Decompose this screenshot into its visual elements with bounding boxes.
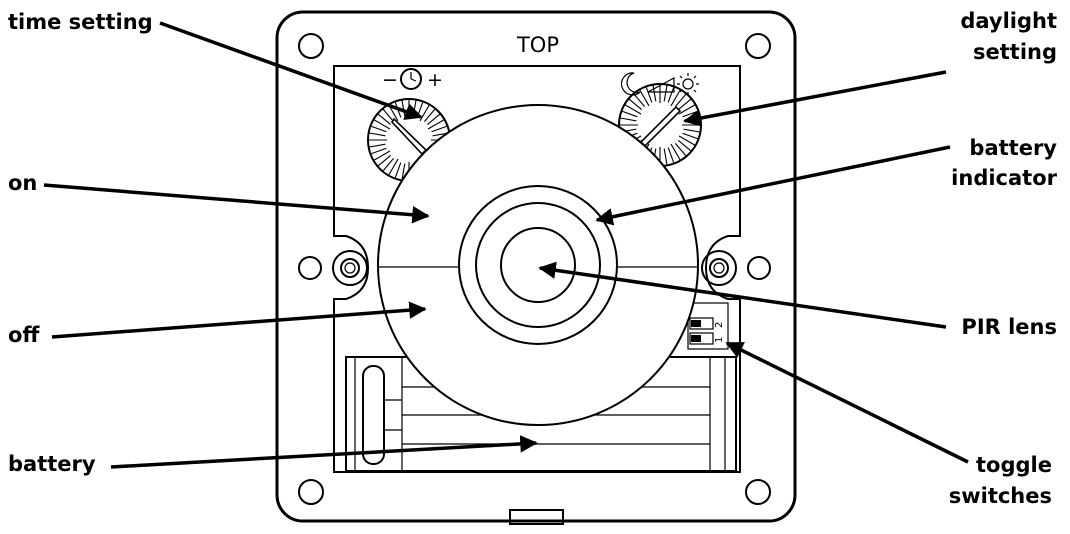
battery-indicator-ring (458, 185, 618, 345)
switch-2-label: 2 (714, 322, 725, 328)
dial-tick (427, 113, 441, 125)
sensor-disc-outline (377, 104, 699, 426)
dial-tick (388, 157, 400, 176)
arrow-on (43, 183, 430, 224)
dial-tick (682, 132, 699, 140)
dial-tick (678, 140, 692, 152)
dial-tick (370, 147, 387, 155)
label-time-setting: time setting (8, 10, 153, 34)
dial-tick (675, 93, 687, 107)
dial-tick (663, 84, 668, 102)
label-daylight-line1: daylight (960, 9, 1057, 33)
arrow-time-setting (159, 21, 423, 120)
mounting-hole-top-right (745, 33, 771, 59)
arrow-pir-lens (538, 261, 947, 329)
time-minus-sign: − (382, 69, 398, 91)
clock-icon (400, 68, 422, 90)
dial-tick (401, 99, 406, 117)
device-housing (275, 10, 797, 525)
dial-tick (377, 155, 391, 167)
label-toggle-line2: switches (949, 484, 1052, 508)
dial-tick (426, 119, 445, 131)
dial-tick (645, 86, 653, 103)
time-setting-symbol: − + (382, 68, 443, 91)
switch-1-label: 1 (714, 337, 725, 343)
arrow-toggle-switches (725, 341, 969, 464)
dial-tick (677, 134, 696, 146)
bottom-tab (509, 509, 564, 525)
daylight-setting-symbol (620, 72, 699, 96)
arrow-off (51, 301, 427, 339)
mounting-hole-bottom-right (745, 479, 771, 505)
ramp-icon (647, 76, 675, 93)
arrow-battery-indicator (595, 145, 951, 226)
label-daylight-line2: setting (973, 40, 1057, 64)
callout-labels: time setting daylight setting battery in… (8, 9, 1058, 508)
dial-tick (424, 108, 436, 122)
dial-tick (368, 143, 386, 148)
label-battery-indicator-line1: battery (969, 136, 1057, 160)
dial-tick (431, 125, 448, 133)
dial-tick (669, 89, 681, 108)
label-pir-lens: PIR lens (961, 315, 1057, 339)
top-label: TOP (516, 33, 559, 57)
dial-tick (373, 149, 392, 161)
dial-tick (394, 162, 402, 179)
dial-tick (652, 84, 657, 102)
dial-tick (619, 117, 637, 122)
dial-tick (382, 108, 394, 122)
lens-ring (475, 202, 601, 328)
label-toggle-line1: toggle (976, 453, 1052, 477)
toggle-switches[interactable]: 1 2 (687, 302, 729, 350)
screw-boss-right (701, 250, 737, 286)
dial-tick (667, 86, 675, 103)
dial-tick (373, 119, 392, 131)
label-battery: battery (8, 452, 96, 476)
dial-tick (621, 110, 638, 118)
mounting-hole-bottom-left (298, 479, 324, 505)
sensor-disc (377, 104, 699, 426)
dial-tick (368, 132, 386, 137)
screw-boss-left (332, 250, 368, 286)
inner-panel (333, 65, 741, 473)
side-hole-right (747, 256, 771, 280)
time-plus-sign: + (427, 69, 443, 91)
dial-tick (683, 128, 701, 133)
dial-tick (682, 110, 699, 118)
dial-tick (370, 125, 387, 133)
dip-switch-1[interactable] (689, 332, 714, 345)
dial-tick (675, 143, 687, 157)
label-battery-indicator-line2: indicator (951, 166, 1057, 190)
dial-tick (678, 98, 692, 110)
pir-lens (500, 227, 576, 303)
battery-clip (362, 365, 385, 465)
dial-tick (382, 158, 394, 172)
dial-tick (401, 163, 406, 181)
dial-tick (639, 89, 651, 108)
time-setting-dial[interactable] (367, 98, 451, 182)
dial-tick (633, 93, 645, 107)
label-on: on (8, 171, 37, 195)
dial-tick (663, 148, 668, 166)
arrow-battery (110, 435, 538, 469)
dial-tick (624, 104, 643, 116)
dial-tick (377, 113, 391, 125)
sun-icon (677, 73, 699, 95)
dial-tick (669, 142, 681, 161)
side-hole-left (298, 256, 322, 280)
moon-icon (620, 72, 641, 96)
callout-arrows (43, 21, 969, 469)
mounting-hole-top-left (298, 33, 324, 59)
label-off: off (8, 323, 40, 347)
dial-tick (628, 98, 642, 110)
dip-switch-2[interactable] (689, 317, 714, 330)
dial-tick (667, 147, 675, 164)
arrow-daylight-setting (683, 70, 947, 127)
housing-outline (275, 10, 797, 523)
